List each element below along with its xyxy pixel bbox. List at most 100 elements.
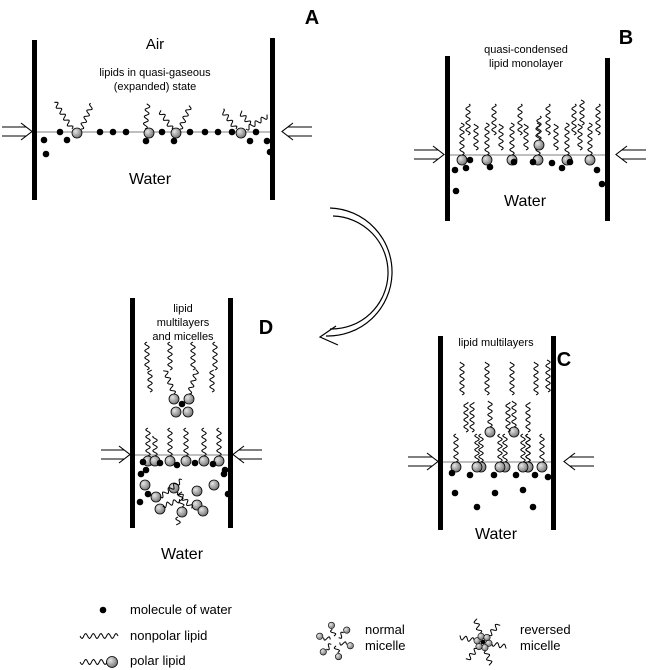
nonpolar-lipid [517, 103, 523, 136]
polar-lipid-head [164, 455, 176, 467]
water-molecule [228, 128, 236, 136]
water-molecule [96, 128, 104, 136]
panel-a-water-label: Water [129, 171, 172, 188]
polar-lipid-tail [459, 122, 465, 156]
polar-lipid-head [517, 461, 529, 473]
reversed-micelle-tail [488, 623, 501, 637]
panel-d-right-compression-arrow [232, 445, 262, 464]
water-molecule [598, 180, 606, 188]
panel-d-left-compression-arrow [101, 445, 131, 464]
polar-lipid-tail [222, 108, 238, 130]
reversed-micelle-tail [491, 642, 507, 649]
polar-lipid-head [471, 461, 483, 473]
polar-lipid-head [182, 406, 194, 418]
polar-lipid-tail [536, 115, 542, 141]
panel-d-letter: D [259, 317, 273, 339]
water-molecule [136, 498, 144, 506]
water-molecule [510, 158, 518, 166]
polar-lipid-head [508, 426, 520, 438]
polar-lipid-tail [520, 433, 526, 463]
polar-lipid-head [180, 455, 192, 467]
polar-lipid-tail [478, 433, 484, 463]
nonpolar-lipid [190, 341, 196, 371]
panel-d-caption-line3: and micelles [152, 331, 214, 343]
nonpolar-lipid [212, 341, 218, 371]
water-molecule [209, 460, 217, 468]
panel-c-letter: C [557, 349, 571, 371]
water-molecule [486, 163, 494, 171]
reversed-micelle-head [481, 644, 489, 652]
polar-lipid-tail [525, 433, 531, 463]
polar-lipid-head [533, 139, 545, 151]
nonpolar-lipid [579, 99, 585, 126]
nonpolar-lipid [473, 123, 479, 151]
polar-lipid-tail [474, 433, 480, 463]
panel-d: D lipid multilayers and micelles Water [101, 298, 273, 563]
normal-micelle-tail [323, 636, 331, 641]
water-molecule [529, 158, 537, 166]
water-molecule [99, 606, 107, 614]
panel-c-caption-line1: lipid multilayers [458, 337, 534, 349]
panel-c-molecules [448, 359, 552, 511]
polar-lipid-head [481, 154, 493, 166]
panel-b-right-compression-arrow [615, 145, 646, 164]
panel-d-caption-line1: lipid [173, 303, 193, 315]
polar-lipid-tail [152, 435, 158, 457]
water-molecule [548, 159, 556, 167]
panel-a-air-label: Air [146, 36, 164, 53]
polar-lipid-tail [239, 110, 252, 125]
water-molecule [201, 128, 209, 136]
water-molecule [593, 166, 601, 174]
polar-lipid-head [170, 406, 182, 418]
polar-lipid-head [191, 485, 203, 497]
nonpolar-lipid [465, 103, 471, 136]
polar-lipid-head [139, 479, 151, 491]
polar-lipid-tail [216, 427, 222, 457]
nonpolar-lipid [525, 401, 531, 433]
water-molecule [191, 459, 199, 467]
polar-lipid-tail [183, 427, 189, 457]
nonpolar-lipid [498, 123, 504, 151]
polar-lipid-tail [188, 369, 199, 395]
water-molecule [452, 187, 460, 195]
water-molecule [214, 128, 222, 136]
water-molecule [158, 128, 166, 136]
polar-lipid-head [197, 505, 209, 517]
nonpolar-lipid [469, 401, 475, 433]
water-molecule [42, 150, 50, 158]
normal-micelle-head [335, 653, 343, 661]
legend-symbols [79, 606, 507, 668]
water-molecule [490, 471, 498, 479]
water-molecule [531, 471, 539, 479]
polar-lipid-head [176, 506, 188, 518]
water-molecule [173, 461, 181, 469]
water-molecule [220, 470, 228, 478]
normal-micelle-tail [338, 631, 344, 639]
polar-lipid-head [106, 656, 118, 668]
water-molecule [224, 490, 232, 498]
water-molecule [473, 503, 481, 511]
polar-lipid-tail [142, 103, 151, 130]
nonpolar-lipid [147, 369, 153, 393]
panel-a-molecules [40, 101, 274, 158]
panel-d-left-wall [130, 298, 135, 528]
normal-micelle-tail [326, 643, 332, 651]
normal-micelle-tail [330, 628, 337, 637]
polar-lipid-tail [162, 499, 181, 509]
nonpolar-lipid [167, 341, 173, 371]
panel-b-water-label: Water [504, 193, 547, 210]
water-molecule [252, 128, 260, 136]
water-molecule [178, 400, 186, 408]
panel-b-caption-line1: quasi-condensed [484, 44, 568, 56]
legend-water-molecule-label: molecule of water [130, 602, 233, 617]
water-molecule [63, 136, 71, 144]
nonpolar-lipid [491, 103, 497, 136]
polar-lipid-head [235, 127, 247, 139]
water-molecule [462, 164, 470, 172]
polar-lipid-tail [177, 491, 185, 508]
legend-nonpolar-lipid-label: nonpolar lipid [130, 628, 207, 643]
water-molecule [512, 471, 520, 479]
polar-lipid-head [168, 393, 180, 405]
water-molecule [263, 137, 271, 145]
